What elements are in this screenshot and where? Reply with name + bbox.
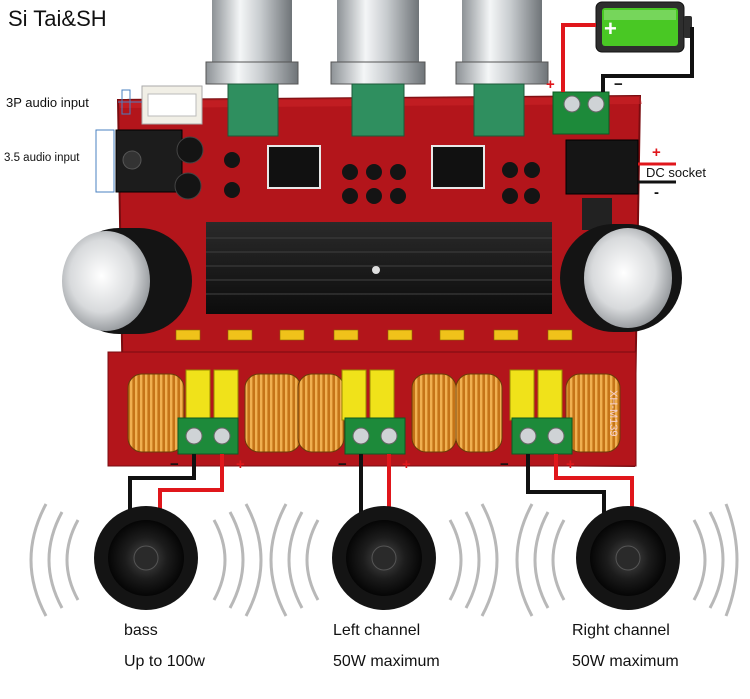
- label-dc-socket: DC socket: [646, 165, 706, 180]
- plus-sign-bass: +: [236, 456, 245, 473]
- wire-bass-red: [158, 454, 224, 520]
- film-capacitors: [185, 369, 563, 421]
- potentiometer-knob-1: [205, 0, 299, 137]
- plus-sign-dc: +: [652, 144, 661, 161]
- caption-right-power: 50W maximum: [572, 653, 679, 670]
- sound-waves-icon: [29, 503, 739, 617]
- minus-sign-battery: −: [614, 76, 623, 93]
- potentiometer-knob-2: [330, 0, 426, 137]
- big-capacitor-right: [560, 224, 682, 332]
- label-3p-audio-input: 3P audio input: [6, 95, 89, 110]
- minus-sign-right: −: [500, 456, 509, 473]
- inductor-coils: [127, 373, 621, 453]
- wire-power-red: [561, 23, 596, 92]
- plus-sign-left: +: [402, 456, 411, 473]
- plus-sign-right: +: [566, 456, 575, 473]
- wire-power-black: [601, 27, 694, 92]
- dc-socket: [565, 139, 639, 195]
- brand-title: Si Tai&SH: [8, 6, 107, 31]
- speaker-icon-right: [576, 506, 680, 610]
- wire-bass-black: [128, 454, 196, 536]
- battery-icon: +: [595, 1, 692, 53]
- potentiometer-knob-3: [455, 0, 549, 137]
- caption-left-power: 50W maximum: [333, 653, 440, 670]
- speaker-terminals: [177, 417, 573, 455]
- speaker-icon-left: [332, 506, 436, 610]
- board-model-text: XH-M139: [607, 390, 619, 436]
- wire-right-black: [526, 454, 606, 528]
- big-capacitor-left: [62, 228, 192, 334]
- label-3.5-audio-input: 3.5 audio input: [4, 152, 80, 164]
- minus-sign-dc: -: [654, 184, 659, 201]
- minus-sign-bass: −: [170, 456, 179, 473]
- ic-chip-1: [267, 145, 321, 189]
- caption-bass-name: bass: [124, 622, 158, 639]
- plus-sign-battery: +: [546, 76, 555, 93]
- caption-right-name: Right channel: [572, 622, 670, 639]
- minus-sign-left: −: [338, 456, 347, 473]
- caption-bass-power: Up to 100w: [124, 653, 205, 670]
- ic-chip-2: [431, 145, 485, 189]
- svg-text:+: +: [604, 16, 617, 41]
- speaker-icon-bass: [94, 506, 198, 610]
- caption-left-name: Left channel: [333, 622, 421, 639]
